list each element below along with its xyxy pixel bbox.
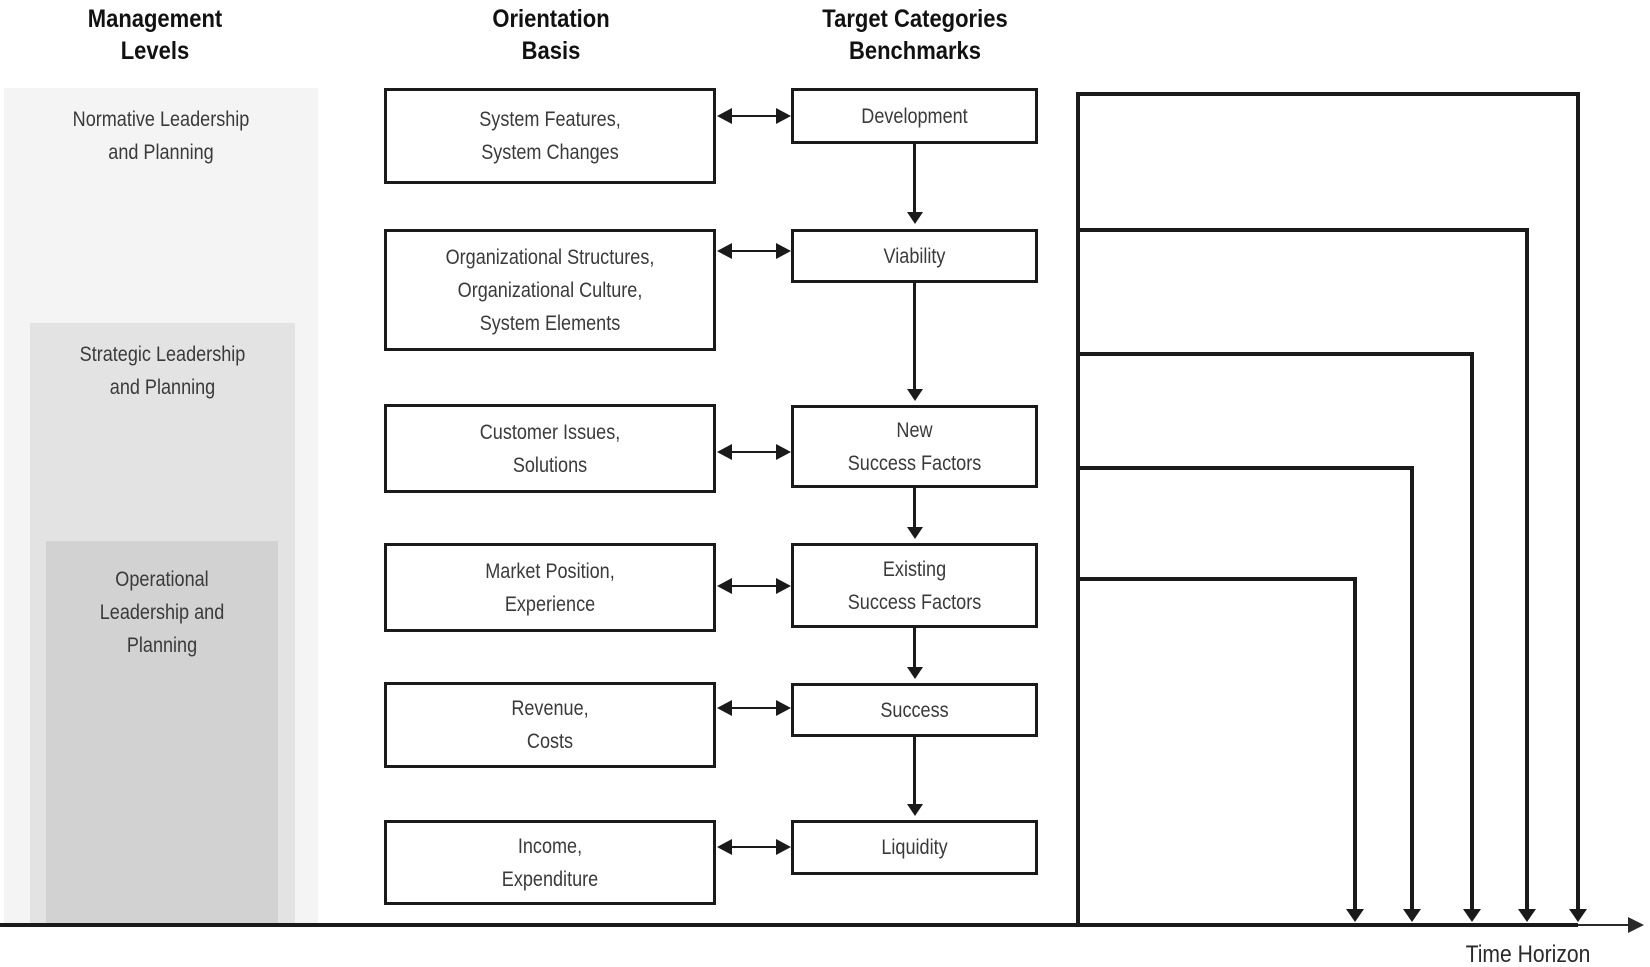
arrow-right-head-icon	[776, 444, 791, 460]
bracket-drop-4	[1410, 466, 1414, 910]
management-level-operational	[46, 541, 278, 923]
double-arrow-shaft	[728, 250, 780, 252]
double-arrow-row-4	[717, 578, 791, 594]
double-arrow-row-5	[717, 700, 791, 716]
double-arrow-row-3	[717, 444, 791, 460]
bracket-drop-arrowhead-icon	[1346, 909, 1364, 922]
bracket-staple-3	[1076, 352, 1474, 356]
bracket-drop-arrowhead-icon	[1403, 909, 1421, 922]
target-box-new-success-factors: New Success Factors	[791, 405, 1038, 488]
orientation-box-revenue-costs-label: Revenue, Costs	[511, 697, 589, 753]
flow-arrowhead-icon	[907, 804, 923, 816]
orientation-box-organizational-structures-label: Organizational Structures, Organizationa…	[445, 245, 655, 335]
target-box-liquidity-label: Liquidity	[881, 836, 948, 859]
flow-arrow-existing-sf-success	[913, 628, 916, 667]
arrow-right-head-icon	[776, 700, 791, 716]
bracket-staple-4	[1076, 466, 1414, 470]
target-box-liquidity: Liquidity	[791, 820, 1038, 875]
column-header-targets: Target Categories Benchmarks	[822, 5, 1008, 65]
bracket-drop-1	[1576, 92, 1580, 910]
column-header-orientation: Orientation Basis	[492, 5, 610, 65]
target-box-success-label: Success	[880, 698, 949, 722]
orientation-box-customer-issues-label: Customer Issues, Solutions	[479, 420, 621, 477]
orientation-box-system-features: System Features, System Changes	[384, 88, 716, 184]
time-axis-extension	[1578, 924, 1630, 926]
bracket-drop-arrowhead-icon	[1463, 909, 1481, 922]
orientation-box-revenue-costs: Revenue, Costs	[384, 682, 716, 768]
target-box-existing-success-factors: Existing Success Factors	[791, 543, 1038, 628]
arrow-left-head-icon	[717, 839, 732, 855]
orientation-box-market-position-label: Market Position, Experience	[485, 559, 615, 616]
bracket-staple-2	[1076, 228, 1529, 232]
arrow-right-head-icon	[776, 243, 791, 259]
time-horizon-label: Time Horizon	[1465, 941, 1591, 967]
arrow-left-head-icon	[717, 243, 732, 259]
flow-arrow-new-sf-existing-sf	[913, 488, 916, 527]
target-box-viability-label: Viability	[883, 244, 946, 268]
orientation-box-income-expenditure-label: Income, Expenditure	[501, 834, 599, 891]
arrow-left-head-icon	[717, 444, 732, 460]
flow-arrowhead-icon	[907, 389, 923, 401]
target-box-success: Success	[791, 683, 1038, 737]
flow-arrowhead-icon	[907, 527, 923, 539]
double-arrow-shaft	[728, 585, 780, 587]
column-header-management: Management Levels	[87, 5, 223, 65]
time-axis-arrowhead-icon	[1628, 917, 1644, 933]
arrow-left-head-icon	[717, 108, 732, 124]
bracket-drop-3	[1470, 352, 1474, 910]
target-box-development: Development	[791, 88, 1038, 144]
bracket-staple-5	[1076, 577, 1357, 581]
orientation-box-income-expenditure: Income, Expenditure	[384, 820, 716, 905]
arrow-left-head-icon	[717, 700, 732, 716]
double-arrow-row-2	[717, 243, 791, 259]
double-arrow-shaft	[728, 115, 780, 117]
flow-arrow-viability-new-sf	[913, 283, 916, 389]
arrow-right-head-icon	[776, 839, 791, 855]
time-axis-line	[0, 923, 1578, 927]
double-arrow-shaft	[728, 707, 780, 709]
target-box-viability: Viability	[791, 229, 1038, 283]
bracket-drop-arrowhead-icon	[1569, 909, 1587, 922]
bracket-staple-1	[1076, 92, 1580, 96]
orientation-box-system-features-label: System Features, System Changes	[479, 108, 621, 164]
management-level-operational-label: Operational Leadership and Planning	[99, 568, 225, 657]
arrow-right-head-icon	[776, 108, 791, 124]
double-arrow-shaft	[728, 451, 780, 453]
flow-arrow-development-viability	[913, 144, 916, 212]
orientation-box-market-position: Market Position, Experience	[384, 543, 716, 632]
flow-arrowhead-icon	[907, 212, 923, 224]
orientation-box-organizational-structures: Organizational Structures, Organizationa…	[384, 229, 716, 351]
management-level-strategic-label: Strategic Leadership and Planning	[79, 343, 246, 399]
bracket-spine	[1076, 92, 1080, 923]
bracket-drop-arrowhead-icon	[1518, 909, 1536, 922]
management-level-normative-label: Normative Leadership and Planning	[72, 108, 250, 164]
double-arrow-row-1	[717, 108, 791, 124]
double-arrow-row-6	[717, 839, 791, 855]
orientation-box-customer-issues: Customer Issues, Solutions	[384, 404, 716, 493]
bracket-drop-5	[1353, 577, 1357, 910]
flow-arrow-success-liquidity	[913, 737, 916, 804]
flow-arrowhead-icon	[907, 667, 923, 679]
target-box-development-label: Development	[861, 104, 968, 128]
arrow-right-head-icon	[776, 578, 791, 594]
bracket-drop-2	[1525, 228, 1529, 910]
target-box-new-success-factors-label: New Success Factors	[847, 418, 982, 475]
double-arrow-shaft	[728, 846, 780, 848]
target-box-existing-success-factors-label: Existing Success Factors	[847, 557, 982, 614]
arrow-left-head-icon	[717, 578, 732, 594]
